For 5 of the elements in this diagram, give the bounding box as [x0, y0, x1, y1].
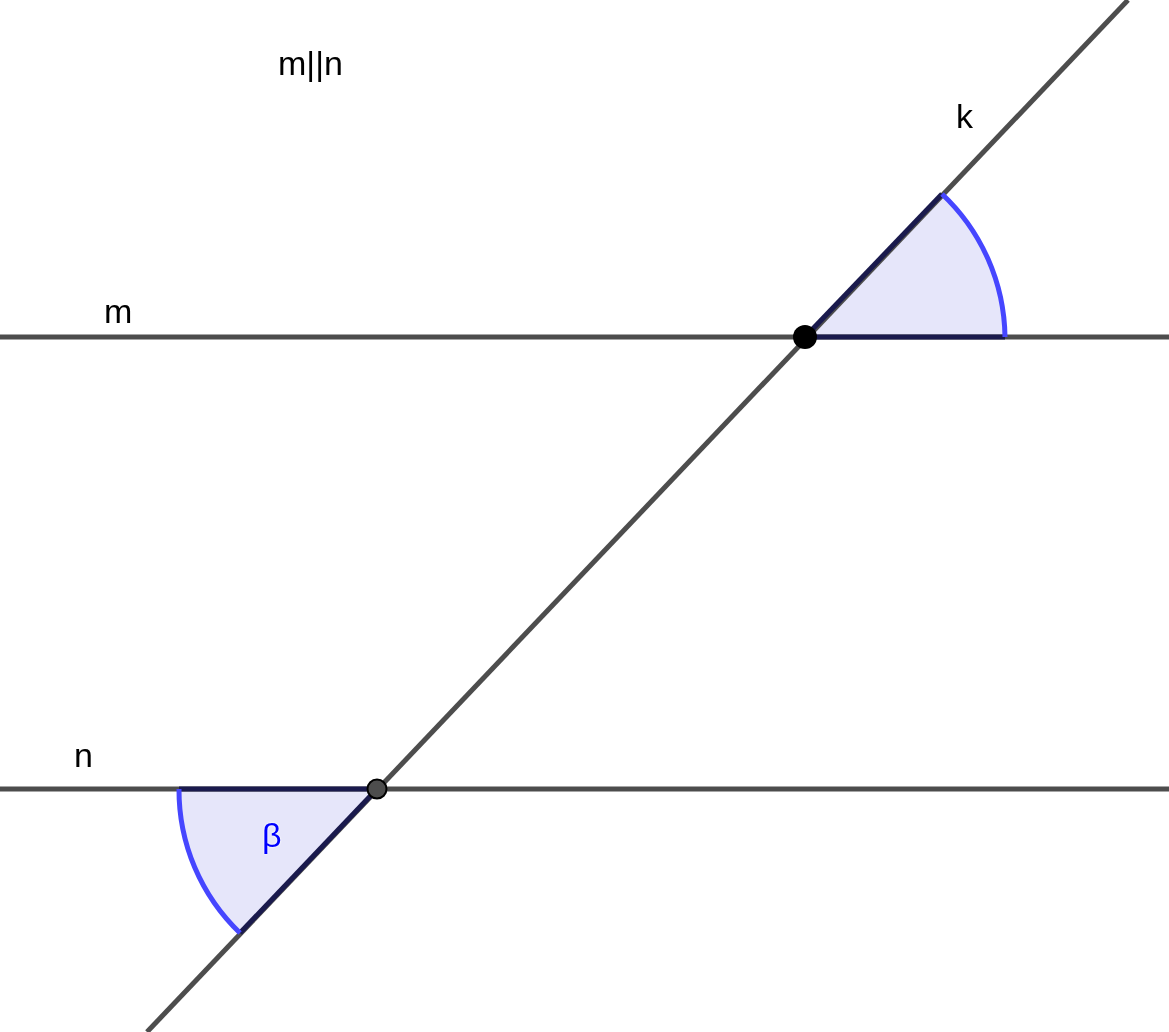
line-label: k [956, 97, 973, 135]
line-label: n [74, 736, 93, 774]
angle-label: β [262, 816, 282, 854]
parallel-notation: m||n [278, 44, 343, 82]
line-label: m [104, 292, 133, 330]
